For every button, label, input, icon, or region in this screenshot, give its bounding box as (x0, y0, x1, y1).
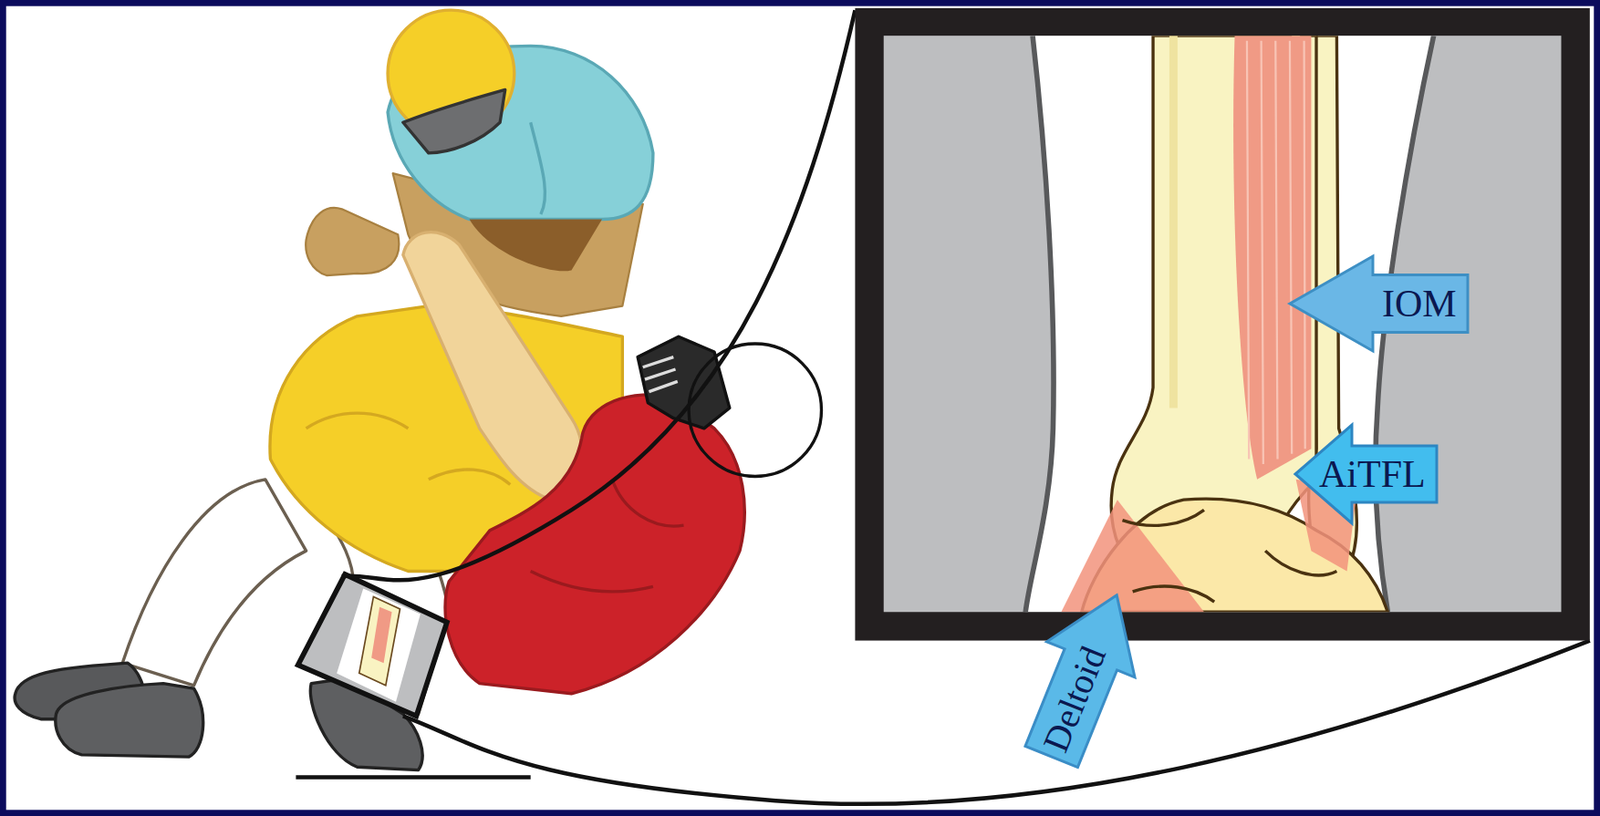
arrow-outline (1289, 256, 1468, 352)
arrow-outline (1007, 577, 1161, 775)
ankle-box (298, 574, 447, 717)
ankle-inset (854, 8, 1590, 642)
arrow-label: AiTFL (1319, 455, 1426, 494)
leader-line (342, 10, 856, 581)
arrow-outline (1295, 425, 1437, 524)
label-arrow: AiTFL (1293, 423, 1439, 526)
label-arrow: IOM (1288, 254, 1470, 354)
arrow-label: IOM (1381, 284, 1457, 323)
leader-line (403, 641, 1590, 805)
zoom-circle (688, 343, 821, 477)
ground-line (295, 775, 530, 780)
